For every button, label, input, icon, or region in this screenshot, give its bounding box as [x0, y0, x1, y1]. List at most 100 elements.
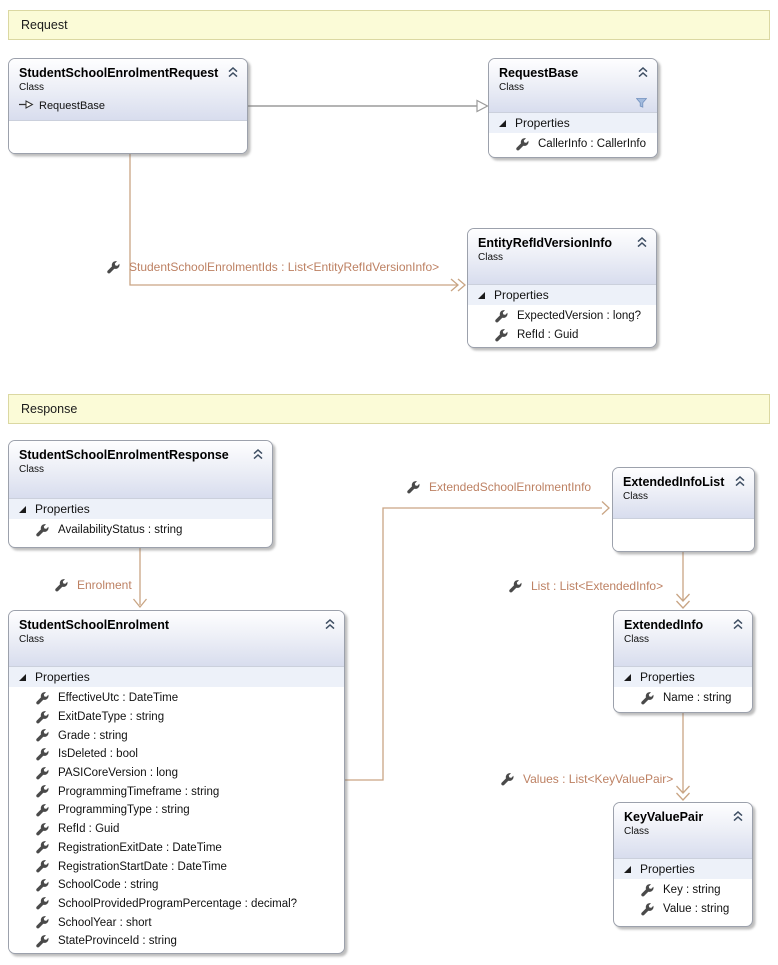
- wrench-icon: [36, 897, 49, 910]
- class-header: RequestBase Class: [489, 59, 657, 112]
- association-connector-values[interactable]: [676, 713, 690, 801]
- association-label-list[interactable]: List : List<ExtendedInfo>: [509, 579, 663, 593]
- property-label: Key : string: [663, 884, 721, 897]
- wrench-icon: [36, 804, 49, 817]
- property-row[interactable]: Key : string: [614, 881, 752, 900]
- property-row[interactable]: RefId : Guid: [468, 326, 656, 345]
- association-connector-list[interactable]: [676, 552, 690, 609]
- class-header: StudentSchoolEnrolmentRequest Class Requ…: [9, 59, 247, 120]
- association-label-text: List : List<ExtendedInfo>: [531, 579, 664, 593]
- class-box-requestbase[interactable]: RequestBase Class Properties CallerInfo …: [488, 58, 658, 158]
- collapse-chevron-icon[interactable]: [732, 810, 744, 822]
- property-row[interactable]: RegistrationStartDate : DateTime: [9, 857, 344, 876]
- properties-section-header[interactable]: Properties: [468, 284, 656, 305]
- collapse-chevron-icon[interactable]: [734, 475, 746, 487]
- wrench-icon: [36, 785, 49, 798]
- property-row[interactable]: Grade : string: [9, 726, 344, 745]
- property-row[interactable]: IsDeleted : bool: [9, 745, 344, 764]
- property-row[interactable]: ProgrammingType : string: [9, 801, 344, 820]
- property-row[interactable]: ProgrammingTimeframe : string: [9, 782, 344, 801]
- comment-label: Response: [21, 402, 78, 416]
- property-label: RegistrationStartDate : DateTime: [58, 860, 227, 873]
- class-header: EntityRefIdVersionInfo Class: [468, 229, 656, 284]
- association-connector-enrolment[interactable]: [132, 548, 148, 609]
- property-row[interactable]: Name : string: [614, 689, 752, 708]
- class-box-keyvaluepair[interactable]: KeyValuePair Class Properties Key : stri…: [613, 802, 753, 927]
- collapse-chevron-icon[interactable]: [637, 66, 649, 78]
- expander-triangle-icon: [19, 505, 26, 513]
- property-row[interactable]: SchoolYear : short: [9, 913, 344, 932]
- inheritance-connector-requestbase[interactable]: [248, 99, 489, 113]
- comment-region-request[interactable]: Request: [8, 10, 770, 40]
- expander-triangle-icon: [624, 673, 631, 681]
- property-row[interactable]: CallerInfo : CallerInfo: [489, 135, 657, 154]
- wrench-icon: [55, 578, 68, 592]
- class-box-extendedinfolist[interactable]: ExtendedInfoList Class: [612, 467, 755, 552]
- wrench-icon: [36, 878, 49, 892]
- class-kind: Class: [478, 252, 504, 264]
- wrench-icon: [641, 884, 654, 897]
- class-box-studentschoolenrolmentrequest[interactable]: StudentSchoolEnrolmentRequest Class Requ…: [8, 58, 248, 154]
- property-row[interactable]: SchoolProvidedProgramPercentage : decima…: [9, 895, 344, 914]
- wrench-icon: [641, 902, 654, 916]
- property-label: AvailabilityStatus : string: [58, 524, 183, 537]
- property-label: ProgrammingTimeframe : string: [58, 785, 220, 798]
- property-row[interactable]: AvailabilityStatus : string: [9, 521, 272, 540]
- collapse-chevron-icon[interactable]: [732, 618, 744, 630]
- properties-section-header[interactable]: Properties: [614, 666, 752, 687]
- property-label: PASICoreVersion : long: [58, 767, 178, 780]
- class-header: ExtendedInfo Class: [614, 611, 752, 666]
- association-label-values[interactable]: Values : List<KeyValuePair>: [501, 772, 673, 786]
- inherits-arrow-icon: [19, 100, 34, 112]
- property-row[interactable]: RegistrationExitDate : DateTime: [9, 839, 344, 858]
- property-label: RefId : Guid: [58, 823, 120, 836]
- collapse-chevron-icon[interactable]: [252, 448, 264, 460]
- class-box-extendedinfo[interactable]: ExtendedInfo Class Properties Name : str…: [613, 610, 753, 713]
- properties-section-header[interactable]: Properties: [489, 112, 657, 133]
- property-label: SchoolProvidedProgramPercentage : decima…: [58, 897, 298, 910]
- properties-section-header[interactable]: Properties: [9, 666, 344, 687]
- class-kind: Class: [19, 634, 45, 646]
- class-title: EntityRefIdVersionInfo: [478, 236, 613, 250]
- property-row[interactable]: PASICoreVersion : long: [9, 764, 344, 783]
- wrench-icon: [36, 860, 49, 873]
- properties-section-header[interactable]: Properties: [614, 858, 752, 879]
- class-box-entityrefidversioninfo[interactable]: EntityRefIdVersionInfo Class Properties …: [467, 228, 657, 348]
- property-row[interactable]: ExitDateType : string: [9, 708, 344, 727]
- wrench-icon: [36, 766, 49, 780]
- expander-triangle-icon: [478, 291, 485, 299]
- properties-label: Properties: [640, 670, 695, 684]
- property-row[interactable]: EffectiveUtc : DateTime: [9, 689, 344, 708]
- property-row[interactable]: Value : string: [614, 900, 752, 919]
- class-box-studentschoolenrolment[interactable]: StudentSchoolEnrolment Class Properties …: [8, 610, 345, 954]
- properties-label: Properties: [494, 288, 549, 302]
- comment-region-response[interactable]: Response: [8, 394, 770, 424]
- filter-funnel-icon[interactable]: [635, 98, 648, 108]
- collapse-chevron-icon[interactable]: [324, 618, 336, 630]
- properties-section-header[interactable]: Properties: [9, 498, 272, 519]
- property-row[interactable]: RefId : Guid: [9, 820, 344, 839]
- association-connector-extendedinfo[interactable]: [345, 501, 610, 781]
- properties-label: Properties: [515, 116, 570, 130]
- class-kind: Class: [499, 82, 525, 94]
- class-title: ExtendedInfo: [624, 618, 704, 632]
- collapse-chevron-icon[interactable]: [227, 66, 239, 78]
- property-row[interactable]: ExpectedVersion : long?: [468, 307, 656, 326]
- collapse-chevron-icon[interactable]: [636, 236, 648, 248]
- class-box-studentschoolenrolmentresponse[interactable]: StudentSchoolEnrolmentResponse Class Pro…: [8, 440, 273, 548]
- wrench-icon: [495, 310, 508, 323]
- association-label-extendedschoolenrolmentinfo[interactable]: ExtendedSchoolEnrolmentInfo: [407, 480, 591, 494]
- wrench-icon: [36, 822, 49, 836]
- property-label: CallerInfo : CallerInfo: [538, 138, 647, 151]
- expander-triangle-icon: [499, 119, 506, 127]
- class-header: StudentSchoolEnrolmentResponse Class: [9, 441, 272, 498]
- association-connector-enrolmentids[interactable]: [129, 154, 466, 292]
- association-label-enrolmentids[interactable]: StudentSchoolEnrolmentIds : List<EntityR…: [107, 260, 439, 274]
- property-label: StateProvinceId : string: [58, 935, 177, 948]
- property-row[interactable]: SchoolCode : string: [9, 876, 344, 895]
- association-label-enrolment[interactable]: Enrolment: [55, 578, 132, 592]
- property-label: ExpectedVersion : long?: [517, 310, 642, 323]
- association-label-text: Values : List<KeyValuePair>: [523, 772, 674, 786]
- property-row[interactable]: StateProvinceId : string: [9, 932, 344, 951]
